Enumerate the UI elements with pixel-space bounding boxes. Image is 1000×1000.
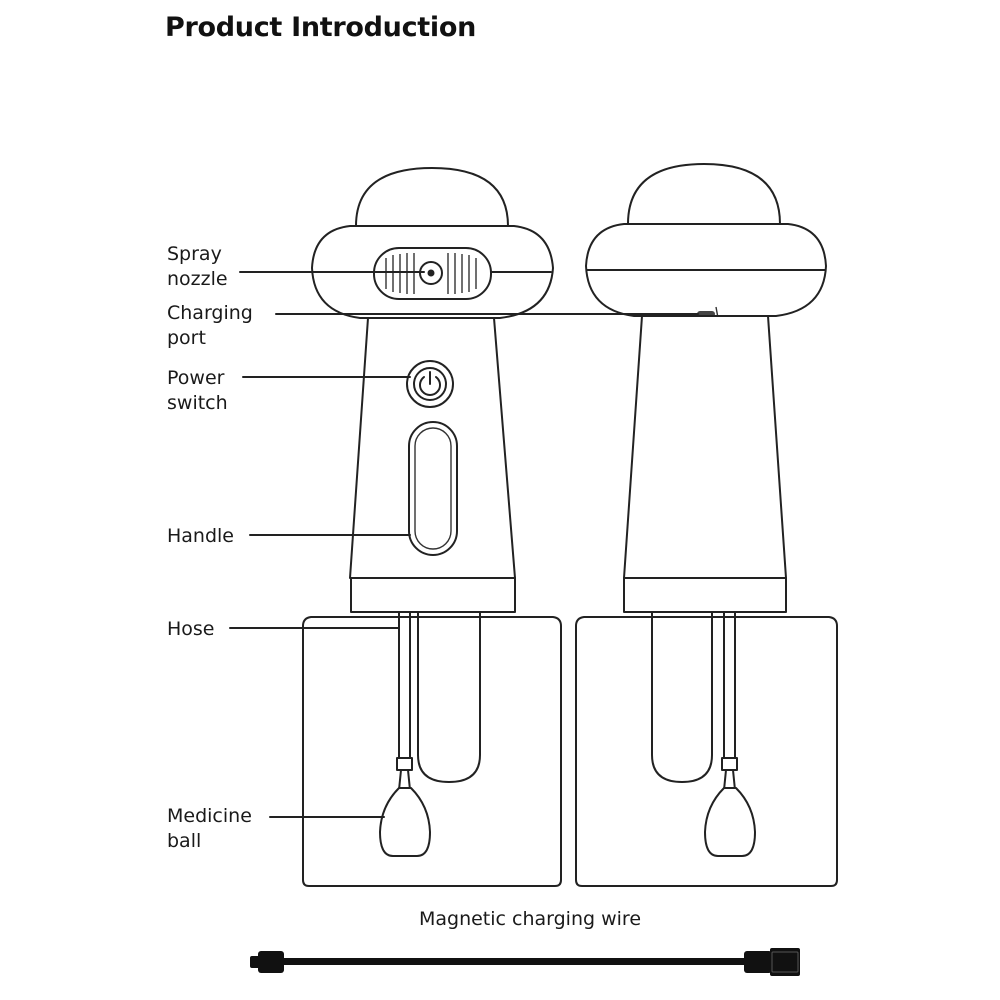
label-charging-port-line2: port — [167, 327, 206, 349]
spray-nozzle-grille — [373, 247, 492, 300]
magnetic-charging-wire — [250, 948, 800, 976]
bottle-window-front — [417, 611, 481, 783]
body-front — [349, 317, 516, 579]
cable-caption: Magnetic charging wire — [418, 908, 642, 930]
hose-back — [721, 611, 738, 771]
dome-back — [627, 163, 781, 225]
cable-magnetic-plug — [250, 956, 260, 968]
label-handle: Handle — [167, 524, 234, 549]
bottle-front — [302, 616, 562, 887]
device-front-view — [302, 167, 562, 887]
bottle-window-back — [651, 611, 713, 783]
device-back-view — [575, 163, 838, 887]
label-medicine-ball: Medicine ball — [167, 804, 252, 854]
label-handle-line1: Handle — [167, 525, 235, 547]
medicine-ball-back — [704, 769, 756, 857]
label-hose: Hose — [167, 617, 215, 642]
page-title: Product Introduction — [165, 12, 477, 43]
power-switch-icon — [406, 360, 454, 408]
dome-front — [355, 167, 509, 227]
label-spray-nozzle: Spray nozzle — [167, 242, 228, 292]
label-spray-nozzle-line1: Spray — [167, 243, 222, 265]
label-medicine-ball-line1: Medicine — [167, 805, 252, 827]
label-charging-port-line1: Charging — [167, 302, 253, 324]
body-back — [623, 315, 787, 579]
bottle-back — [575, 616, 838, 887]
base-ring-back — [623, 577, 787, 613]
hose-front — [396, 611, 413, 771]
handle-grip-front — [408, 421, 458, 556]
label-hose-line1: Hose — [167, 618, 215, 640]
label-power-switch: Power switch — [167, 366, 228, 416]
label-medicine-ball-line2: ball — [167, 830, 202, 852]
label-spray-nozzle-line2: nozzle — [167, 268, 228, 290]
label-power-switch-line2: switch — [167, 392, 228, 414]
label-charging-port: Charging port — [167, 301, 253, 351]
label-power-switch-line1: Power — [167, 367, 225, 389]
leader-lines — [229, 271, 699, 818]
base-ring-front — [350, 577, 516, 613]
medicine-ball-front — [379, 769, 431, 857]
cable-usb-plug — [770, 948, 800, 976]
